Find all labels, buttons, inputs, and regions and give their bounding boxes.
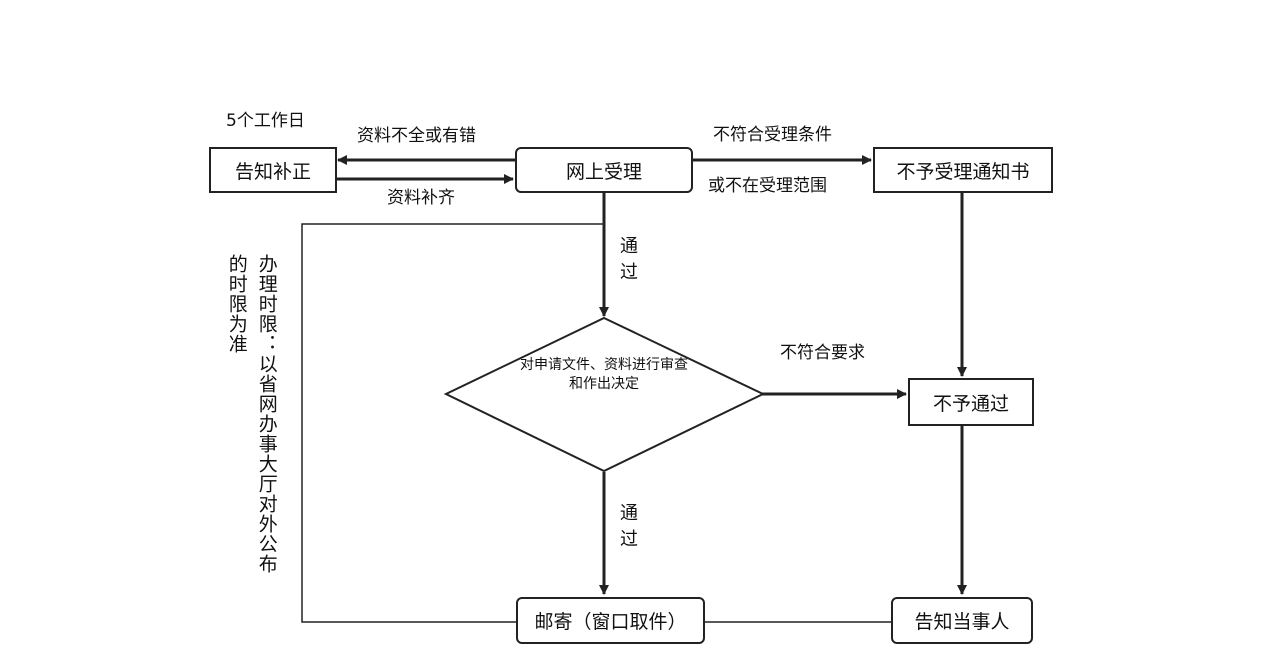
label-supplement: 资料补齐	[387, 188, 455, 208]
review-diamond-label: 对申请文件、资料进行审查和作出决定	[520, 357, 688, 392]
not-pass-box: 不予通过	[908, 378, 1034, 426]
online-accept-box: 网上受理	[515, 147, 693, 193]
label-pass-1: 通过	[617, 236, 638, 288]
label-out-scope: 或不在受理范围	[708, 176, 827, 196]
review-diamond	[443, 316, 766, 473]
label-not-meet: 不符合受理条件	[713, 125, 832, 145]
label-pass-2: 通过	[617, 503, 638, 555]
time-limit-note-col1: 办理时限：以省网办事大厅对外公布	[255, 254, 278, 574]
label-incomplete: 资料不全或有错	[357, 126, 476, 146]
mail-box: 邮寄（窗口取件）	[516, 597, 705, 644]
reject-notice-box: 不予受理通知书	[873, 147, 1053, 193]
time-limit-loop	[301, 223, 604, 623]
time-limit-note-col2: 的时限为准	[225, 254, 248, 354]
label-five-days: 5个工作日	[226, 111, 305, 131]
label-not-meet-req: 不符合要求	[780, 343, 865, 363]
notify-fix-box: 告知补正	[209, 147, 337, 193]
notify-party-box: 告知当事人	[891, 597, 1033, 644]
